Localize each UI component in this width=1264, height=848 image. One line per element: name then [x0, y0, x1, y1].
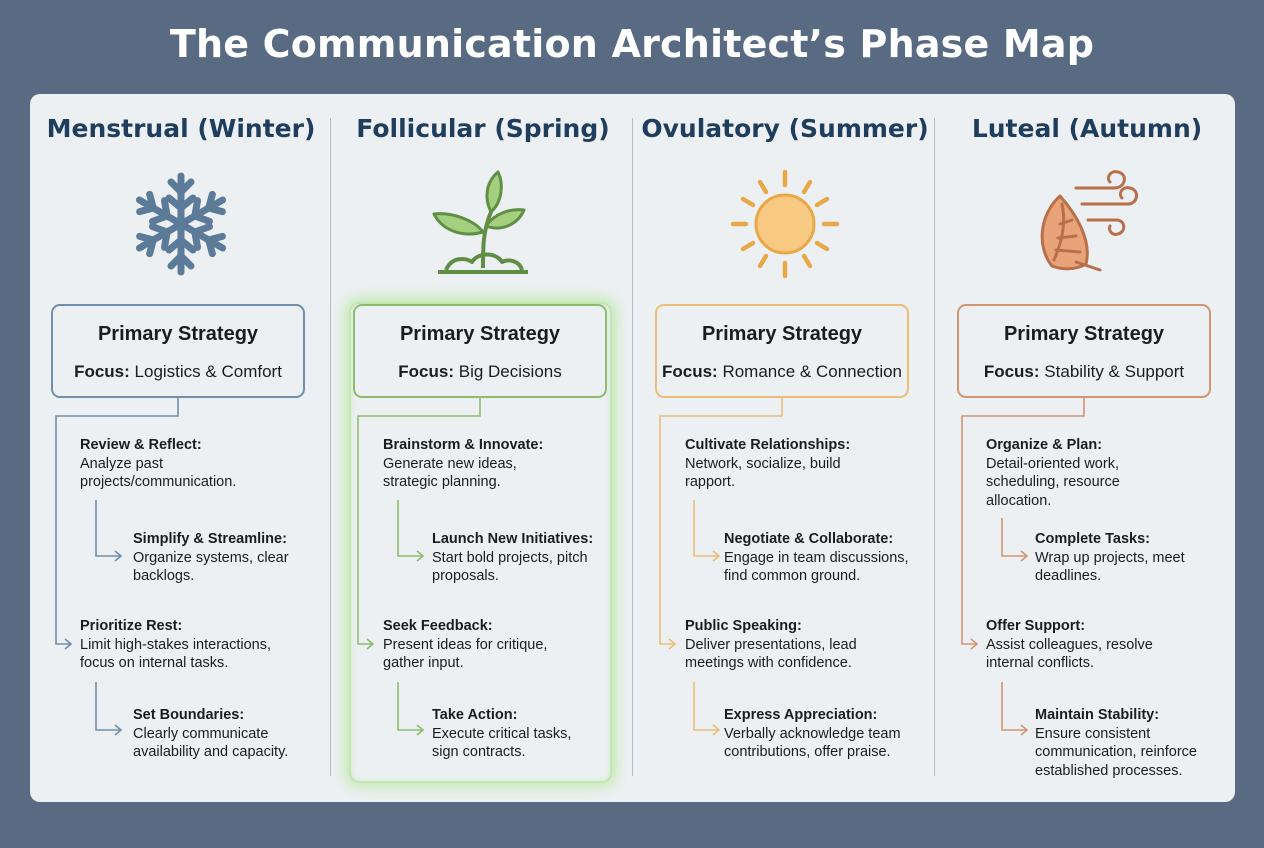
strategy-title: Primary Strategy [399, 323, 561, 345]
phase-column-follicular: Follicular (Spring) Primary Strategy Foc… [332, 94, 634, 802]
sprout-icon [432, 170, 528, 274]
primary-strategy-box: Primary Strategy Focus: Big Decisions [353, 304, 607, 398]
phase-title: Luteal (Autumn) [971, 114, 1203, 143]
strategy-item: Prioritize Rest: Limit high-stakes inter… [80, 618, 271, 671]
leaf-wind-icon [1040, 170, 1138, 272]
strategy-focus: Focus: Logistics & Comfort [53, 362, 303, 382]
focus-value: Logistics & Comfort [134, 362, 282, 381]
phase-column-menstrual: Menstrual (Winter) Primary Strategy Focu… [30, 94, 332, 802]
strategy-item: Organize & Plan: Detail-oriented work,sc… [986, 437, 1120, 509]
strategy-item: Offer Support: Assist colleagues, resolv… [986, 618, 1153, 671]
phase-column-luteal: Luteal (Autumn) Primary Strategy Focus: … [936, 94, 1238, 802]
column-divider [632, 118, 633, 776]
connector-lines [961, 398, 1085, 736]
connector-lines [659, 398, 783, 736]
snowflake-icon [126, 172, 236, 282]
strategy-item: Seek Feedback: Present ideas for critiqu… [383, 618, 548, 671]
phase-title: Ovulatory (Summer) [641, 114, 929, 143]
strategy-item: Express Appreciation: Verbally acknowled… [724, 707, 901, 760]
focus-label: Focus: [398, 362, 454, 381]
strategy-focus: Focus: Big Decisions [355, 362, 605, 382]
focus-value: Big Decisions [458, 362, 562, 381]
strategy-title: Primary Strategy [1003, 323, 1165, 345]
highlight-glow [349, 302, 612, 783]
strategy-item: Negotiate & Collaborate: Engage in team … [724, 531, 909, 584]
connector-lines [357, 398, 481, 736]
sun-icon [730, 169, 840, 279]
primary-strategy-box: Primary Strategy Focus: Logistics & Comf… [51, 304, 305, 398]
primary-strategy-box: Primary Strategy Focus: Romance & Connec… [655, 304, 909, 398]
primary-strategy-box: Primary Strategy Focus: Stability & Supp… [957, 304, 1211, 398]
strategy-title: Primary Strategy [97, 323, 259, 345]
focus-label: Focus: [661, 362, 718, 381]
connector-lines [55, 398, 179, 736]
page-title: The Communication Architect’s Phase Map [169, 22, 1095, 66]
focus-value: Romance & Connection [722, 362, 902, 381]
phase-title: Follicular (Spring) [356, 114, 610, 143]
column-divider [934, 118, 935, 776]
strategy-item: Brainstorm & Innovate: Generate new idea… [383, 437, 544, 490]
phase-column-ovulatory: Ovulatory (Summer) Primary Strategy Focu… [634, 94, 936, 802]
column-divider [330, 118, 331, 776]
phase-title: Menstrual (Winter) [46, 114, 316, 143]
strategy-item: Cultivate Relationships: Network, social… [685, 437, 851, 490]
strategy-item: Public Speaking: Deliver presentations, … [685, 618, 857, 671]
strategy-title: Primary Strategy [701, 323, 863, 345]
strategy-item: Take Action: Execute critical tasks,sign… [432, 707, 572, 760]
focus-label: Focus: [74, 362, 130, 381]
strategy-focus: Focus: Stability & Support [959, 362, 1209, 382]
focus-value: Stability & Support [1044, 362, 1185, 381]
focus-label: Focus: [983, 362, 1040, 381]
strategy-item: Simplify & Streamline: Organize systems,… [133, 531, 289, 584]
strategy-item: Launch New Initiatives: Start bold proje… [432, 531, 594, 584]
strategy-focus: Focus: Romance & Connection [657, 362, 907, 382]
